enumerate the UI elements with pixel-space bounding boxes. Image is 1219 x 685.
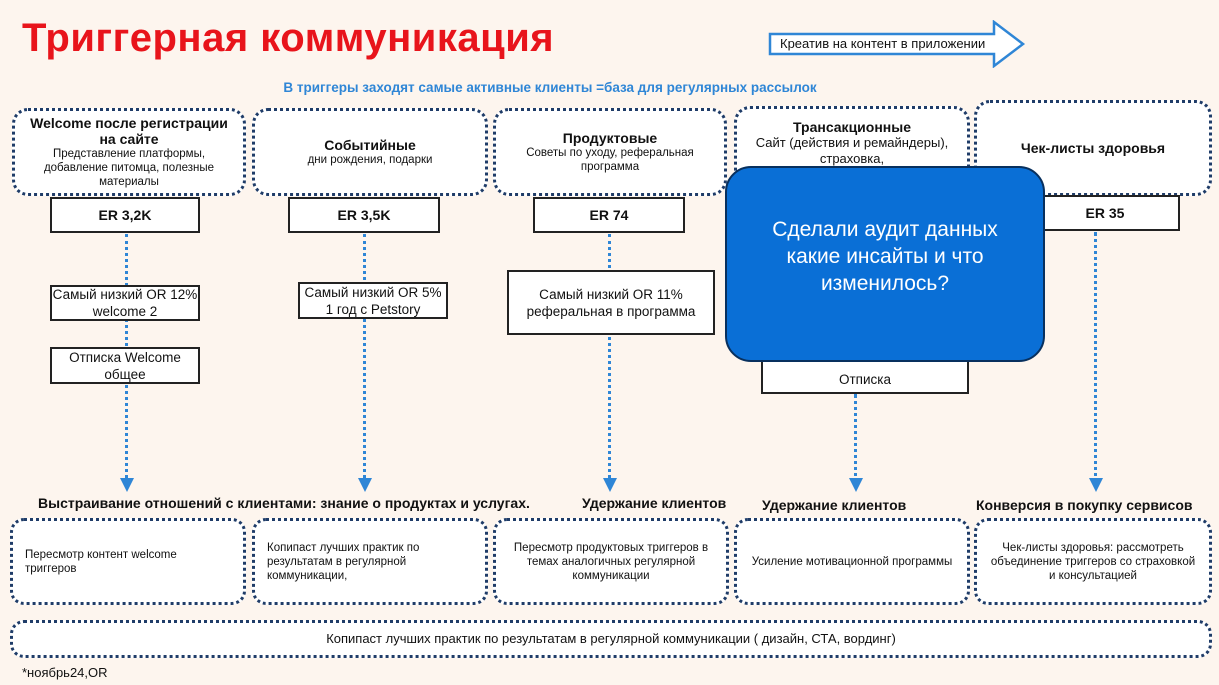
- note-event-low-or: Самый низкий OR 5% 1 год с Petstory: [298, 282, 448, 319]
- arrow-down-icon: [358, 478, 372, 492]
- category-health-checklists: Чек-листы здоровья: [974, 100, 1212, 196]
- action-welcome: Пересмотр контент welcome триггеров: [10, 518, 246, 605]
- arrow-down-icon: [603, 478, 617, 492]
- category-title: Трансакционные: [793, 119, 911, 135]
- connector-line: [608, 234, 611, 484]
- result-retention-1: Удержание клиентов: [582, 495, 727, 511]
- arrow-down-icon: [1089, 478, 1103, 492]
- category-title: Чек-листы здоровья: [1020, 140, 1166, 156]
- category-desc: Представление платформы, добавление пито…: [43, 148, 215, 188]
- connector-line: [1094, 232, 1097, 484]
- top-arrow-label: Креатив на контент в приложении: [780, 36, 986, 51]
- er-box-health: ER 35: [1030, 195, 1180, 231]
- er-box-welcome: ER 3,2K: [50, 197, 200, 233]
- note-welcome-low-or: Самый низкий OR 12% welcome 2: [50, 285, 200, 321]
- category-desc: дни рождения, подарки: [307, 154, 433, 166]
- result-retention-2: Удержание клиентов: [762, 497, 907, 513]
- bottom-summary-bar: Копипаст лучших практик по результатам в…: [10, 620, 1212, 658]
- audit-callout: Сделали аудит данных какие инсайты и что…: [725, 166, 1045, 362]
- arrow-down-icon: [120, 478, 134, 492]
- subtitle: В триггеры заходят самые активные клиент…: [283, 80, 817, 95]
- category-welcome: Welcome после регистрации на сайте Предс…: [12, 108, 246, 196]
- category-title: Welcome после регистрации на сайте: [30, 115, 228, 147]
- result-conversion: Конверсия в покупку сервисов: [976, 497, 1193, 513]
- action-transaction: Усиление мотивационной программы: [734, 518, 970, 605]
- note-trans-unsub: Отписка: [761, 356, 969, 394]
- action-product: Пересмотр продуктовых триггеров в темах …: [493, 518, 729, 605]
- er-box-event: ER 3,5K: [288, 197, 440, 233]
- connector-line: [854, 394, 857, 484]
- right-arrow-shape: [768, 20, 1026, 68]
- connector-line: [363, 234, 366, 484]
- action-event: Копипаст лучших практик по результатам в…: [252, 518, 488, 605]
- arrow-down-icon: [849, 478, 863, 492]
- category-title: Продуктовые: [562, 130, 658, 146]
- category-desc: Сайт (действия и ремайндеры), страховка,: [755, 135, 949, 166]
- result-relationships: Выстраивание отношений с клиентами: знан…: [38, 495, 530, 511]
- action-health: Чек-листы здоровья: рассмотреть объедине…: [974, 518, 1212, 605]
- category-desc: Советы по уходу, реферальная программа: [526, 147, 694, 173]
- category-title: Событийные: [324, 137, 416, 153]
- footnote: *ноябрь24,OR: [22, 665, 108, 680]
- category-event: Событийные дни рождения, подарки: [252, 108, 488, 196]
- page-title: Триггерная коммуникация: [22, 16, 555, 60]
- category-product: Продуктовые Советы по уходу, реферальная…: [493, 108, 727, 196]
- note-product-low-or: Самый низкий OR 11% реферальная в програ…: [507, 270, 715, 335]
- er-box-product: ER 74: [533, 197, 685, 233]
- note-welcome-unsub: Отписка Welcome общее: [50, 347, 200, 384]
